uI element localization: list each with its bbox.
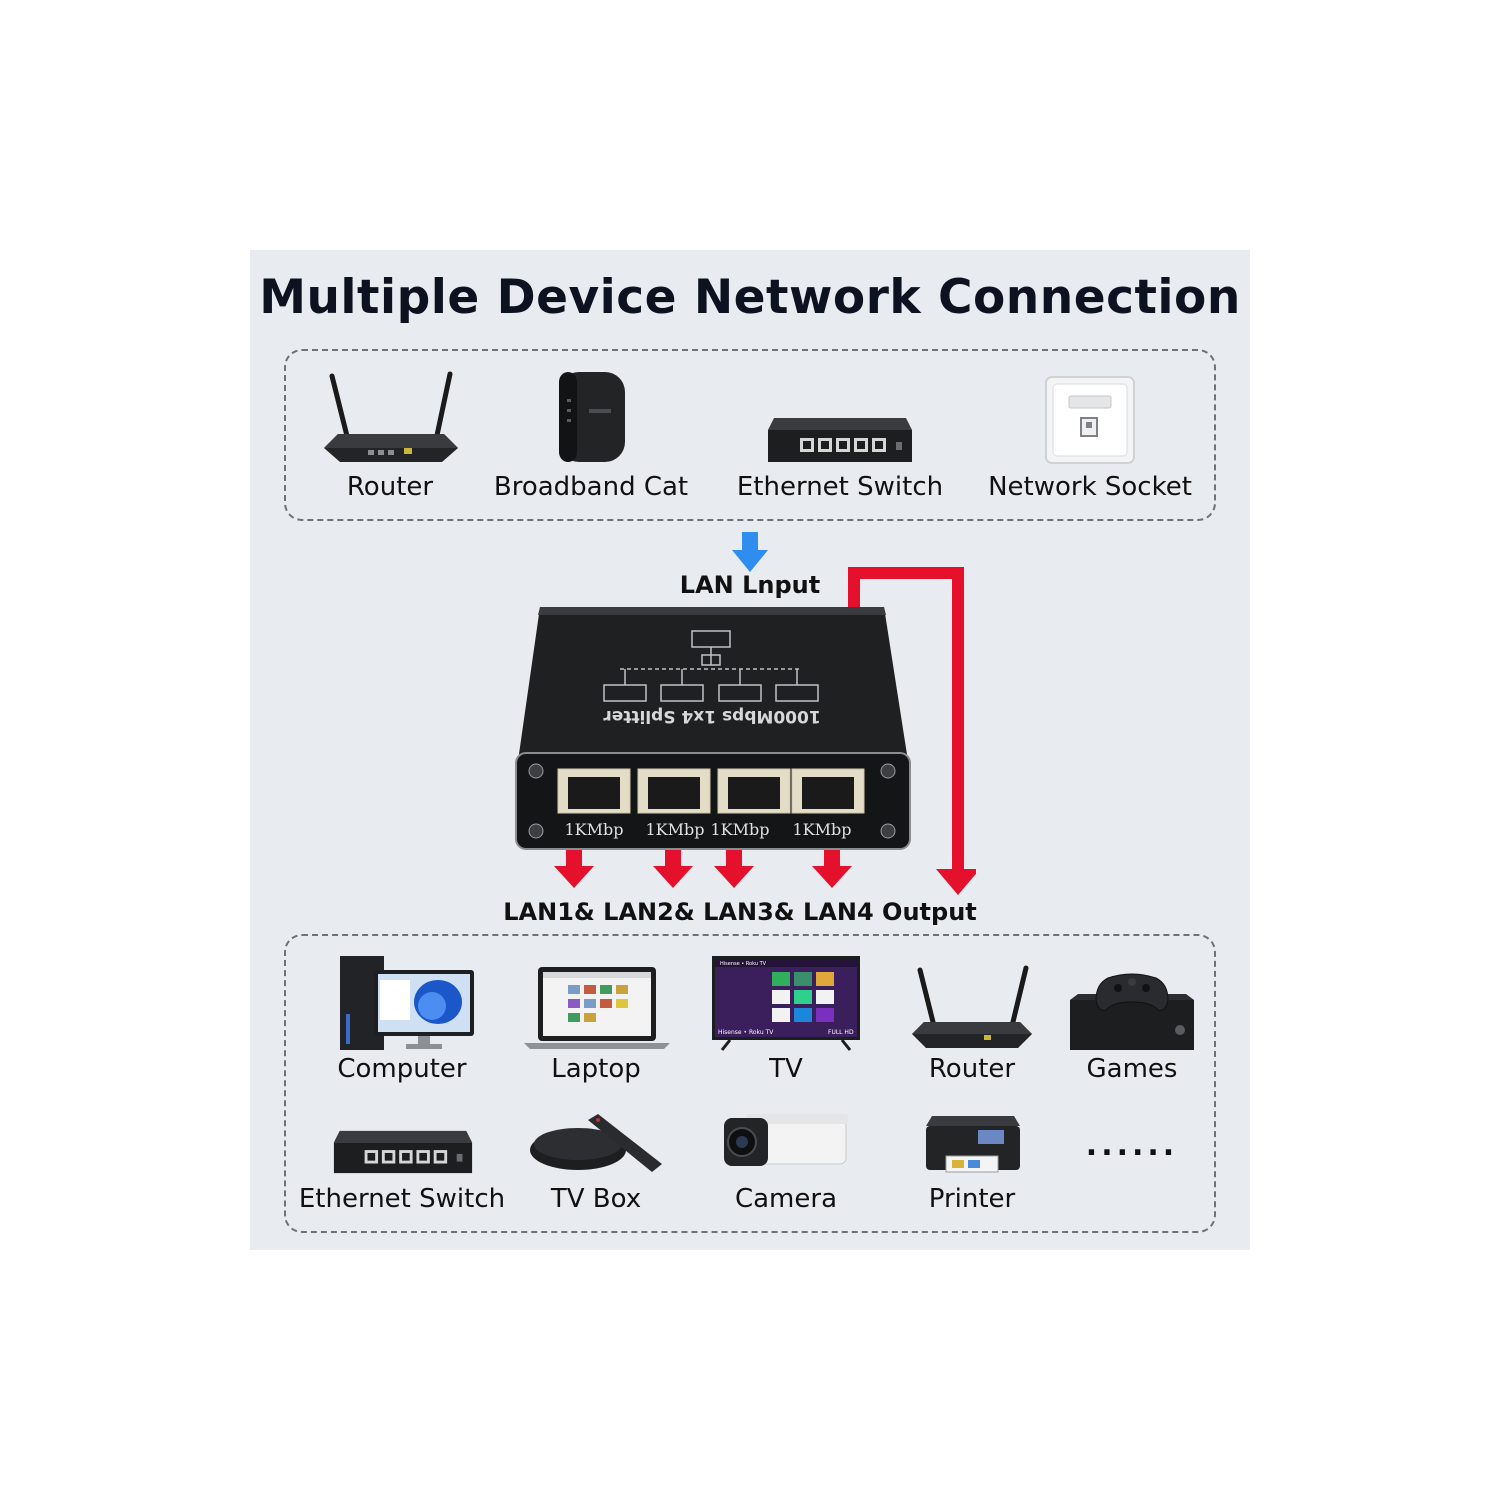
port-label-3: 1KMbp xyxy=(711,820,770,839)
output-label-computer: Computer xyxy=(337,1054,467,1084)
input-label-ethernet-switch: Ethernet Switch xyxy=(736,472,944,502)
ethernet-switch-icon xyxy=(333,1130,473,1174)
input-arrow-icon xyxy=(732,532,768,572)
port-label-2: 1KMbp xyxy=(646,820,705,839)
port-label-4: 1KMbp xyxy=(793,820,852,839)
router-icon xyxy=(324,371,458,462)
output-devices-box xyxy=(284,934,1216,1233)
output-label-tv: TV xyxy=(769,1054,803,1084)
input-devices-box xyxy=(284,349,1216,521)
output-label-printer: Printer xyxy=(928,1184,1016,1214)
output-label-router: Router xyxy=(928,1054,1016,1084)
output-arrows xyxy=(554,850,852,888)
splitter-device: 1000Mbps 1x4 Splitter 1KMbp 1KMbp 1KMbp … xyxy=(515,607,911,850)
tv-box-icon xyxy=(530,1114,662,1172)
page-title: Multiple Device Network Connection xyxy=(259,270,1241,325)
tv-brand-bottom: Hisense • Roku TV xyxy=(718,1029,774,1036)
output-bracket-arrow xyxy=(848,567,976,895)
output-label-games: Games xyxy=(1086,1054,1178,1084)
port-label-1: 1KMbp xyxy=(565,820,624,839)
output-label-laptop: Laptop xyxy=(551,1054,641,1084)
input-label-broadband-cat: Broadband Cat xyxy=(493,472,689,502)
lan-output-label: LAN1& LAN2& LAN3& LAN4 Output xyxy=(503,898,977,926)
input-label-router: Router xyxy=(346,472,434,502)
tv-icon: Hisense • Roku TV Hisense • Roku TV FULL… xyxy=(712,956,860,1051)
wall-socket-icon xyxy=(1045,376,1135,464)
output-label-ethernet-switch: Ethernet Switch xyxy=(298,1184,506,1214)
laptop-icon xyxy=(524,967,670,1049)
output-label-camera: Camera xyxy=(734,1184,838,1214)
camera-icon xyxy=(724,1114,848,1166)
output-label-more: ...... xyxy=(1085,1128,1179,1163)
lan-input-label: LAN Lnput xyxy=(679,571,821,599)
game-console-icon xyxy=(1070,973,1194,1050)
splitter-model-text: 1000Mbps 1x4 Splitter xyxy=(603,706,821,726)
ethernet-switch-icon xyxy=(768,418,912,462)
router-icon xyxy=(912,965,1032,1048)
modem-icon xyxy=(559,372,625,462)
input-label-network-socket: Network Socket xyxy=(988,472,1192,502)
computer-icon xyxy=(340,956,474,1050)
output-label-tv-box: TV Box xyxy=(550,1184,642,1214)
tv-brand-top: Hisense • Roku TV xyxy=(720,961,767,967)
tv-badge: FULL HD xyxy=(828,1029,854,1036)
printer-icon xyxy=(926,1116,1020,1173)
